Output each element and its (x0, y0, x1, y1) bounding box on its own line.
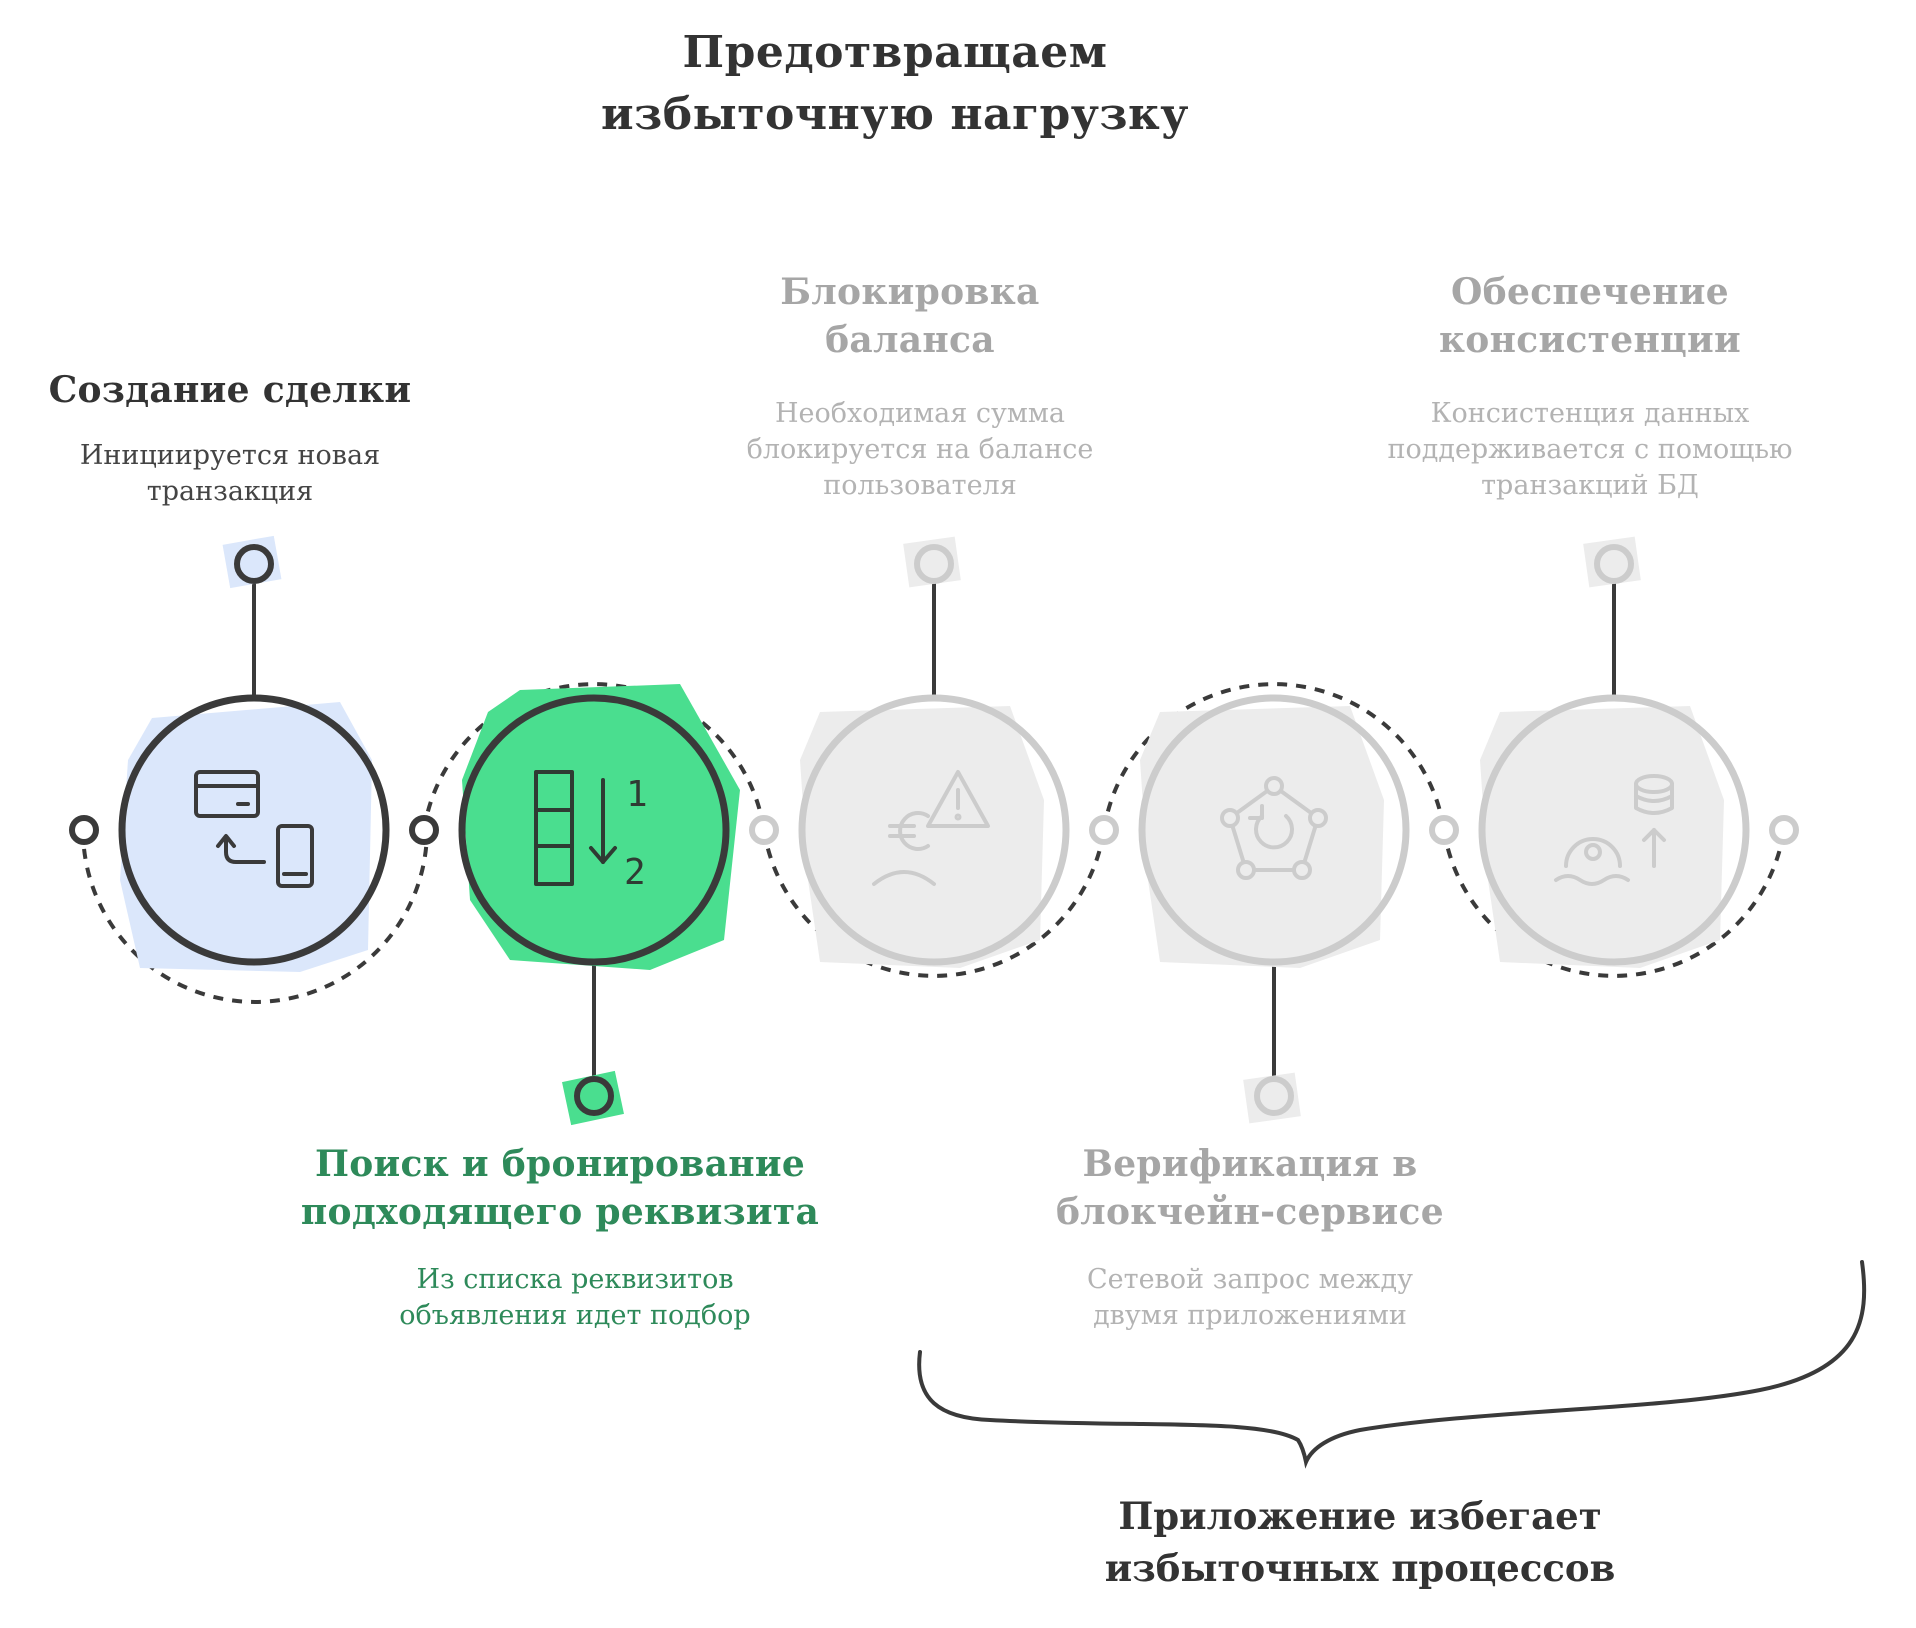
node-ring-step-4 (1138, 694, 1410, 966)
junction-6 (1769, 815, 1799, 845)
node-step-2: 1 2 (458, 684, 740, 970)
step-3-title-line-1: Блокировка (780, 271, 1040, 313)
step-4-title-line-2: блокчейн-сервисе (1056, 1191, 1444, 1233)
step-4-title: Верификация в блокчейн-сервисе (1050, 1140, 1450, 1236)
node-ring-step-3 (798, 694, 1070, 966)
node-step-4 (1138, 694, 1410, 968)
node-fill-step-5 (1480, 706, 1724, 968)
step-5-description: Консистенция данных поддерживается с пом… (1380, 396, 1800, 504)
pin-step-2 (574, 1076, 614, 1116)
step-4-title-line-1: Верификация в (1082, 1143, 1418, 1185)
node-step-5 (1478, 694, 1750, 968)
page-title-line-1: Предотвращаем (682, 27, 1108, 78)
step-5-title-line-2: консистенции (1438, 319, 1742, 361)
brace-label-line-1: Приложение избегает (1118, 1494, 1602, 1538)
euro-warning-icon (872, 770, 990, 886)
step-3-description: Необходимая сумма блокируется на балансе… (730, 396, 1110, 504)
brace-label-line-2: избыточных процессов (1104, 1546, 1616, 1590)
database-gear-icon (1554, 774, 1674, 886)
node-ring-step-2 (458, 694, 730, 966)
step-3-title: Блокировка баланса (740, 268, 1080, 364)
connector-arcs (81, 682, 1786, 1004)
step-1-title-line-1: Создание сделки (48, 369, 412, 411)
arc-step-1 (81, 829, 429, 1004)
step-2-desc-line-2: объявления идет подбор (399, 1300, 751, 1331)
junction-2 (409, 815, 439, 845)
node-step-3 (798, 694, 1070, 968)
page-title-line-2: избыточную нагрузку (601, 89, 1189, 140)
junction-1 (69, 815, 99, 845)
step-2-title-line-1: Поиск и бронирование (314, 1143, 806, 1185)
node-fill-step-3 (800, 706, 1044, 968)
step-4-desc-line-1: Сетевой запрос между (1087, 1264, 1413, 1295)
step-2-description: Из списка реквизитов объявления идет под… (390, 1262, 760, 1334)
pin-step-3 (914, 544, 954, 584)
step-1-title: Создание сделки (40, 366, 420, 414)
step-5-title: Обеспечение консистенции (1420, 268, 1760, 364)
step-2-desc-line-1: Из списка реквизитов (416, 1264, 734, 1295)
pins (222, 535, 1641, 1126)
node-step-1 (118, 694, 390, 972)
step-3-title-line-2: баланса (825, 319, 995, 361)
node-fill-step-1 (120, 702, 372, 972)
card-to-phone-icon (194, 770, 314, 888)
network-refresh-icon (1220, 776, 1328, 880)
step-3-desc-line-2: блокируется на балансе (746, 434, 1094, 465)
step-4-desc-line-2: двумя приложениями (1093, 1300, 1407, 1331)
junction-5 (1429, 815, 1459, 845)
sort-label-1: 1 (626, 774, 648, 815)
step-1-description: Инициируется новая транзакция (60, 438, 400, 510)
step-1-desc-line-2: транзакция (146, 476, 314, 507)
step-5-title-line-1: Обеспечение (1451, 271, 1729, 313)
node-ring-step-5 (1478, 694, 1750, 966)
junctions (69, 815, 1799, 845)
node-fill-step-4 (1140, 706, 1384, 968)
step-5-desc-line-3: транзакций БД (1481, 470, 1699, 501)
junction-4 (1089, 815, 1119, 845)
step-5-desc-line-2: поддерживается с помощью (1387, 434, 1793, 465)
step-3-desc-line-1: Необходимая сумма (775, 398, 1065, 429)
pin-step-1 (234, 544, 274, 584)
node-ring-step-1 (118, 694, 390, 966)
step-4-description: Сетевой запрос между двумя приложениями (1070, 1262, 1430, 1334)
step-2-title-line-2: подходящего реквизита (300, 1191, 820, 1233)
page-title: Предотвращаем избыточную нагрузку (0, 22, 1790, 146)
curly-brace (917, 1260, 1867, 1469)
junction-3 (749, 815, 779, 845)
brace-label: Приложение избегает избыточных процессов (1080, 1490, 1640, 1594)
pin-step-5 (1594, 544, 1634, 584)
sort-label-2: 2 (624, 852, 646, 893)
pin-step-4 (1254, 1076, 1294, 1116)
step-3-desc-line-3: пользователя (823, 470, 1017, 501)
step-2-title: Поиск и бронирование подходящего реквизи… (300, 1140, 820, 1236)
step-5-desc-line-1: Консистенция данных (1430, 398, 1750, 429)
step-1-desc-line-1: Инициируется новая (79, 440, 381, 471)
sort-list-icon (534, 770, 617, 886)
